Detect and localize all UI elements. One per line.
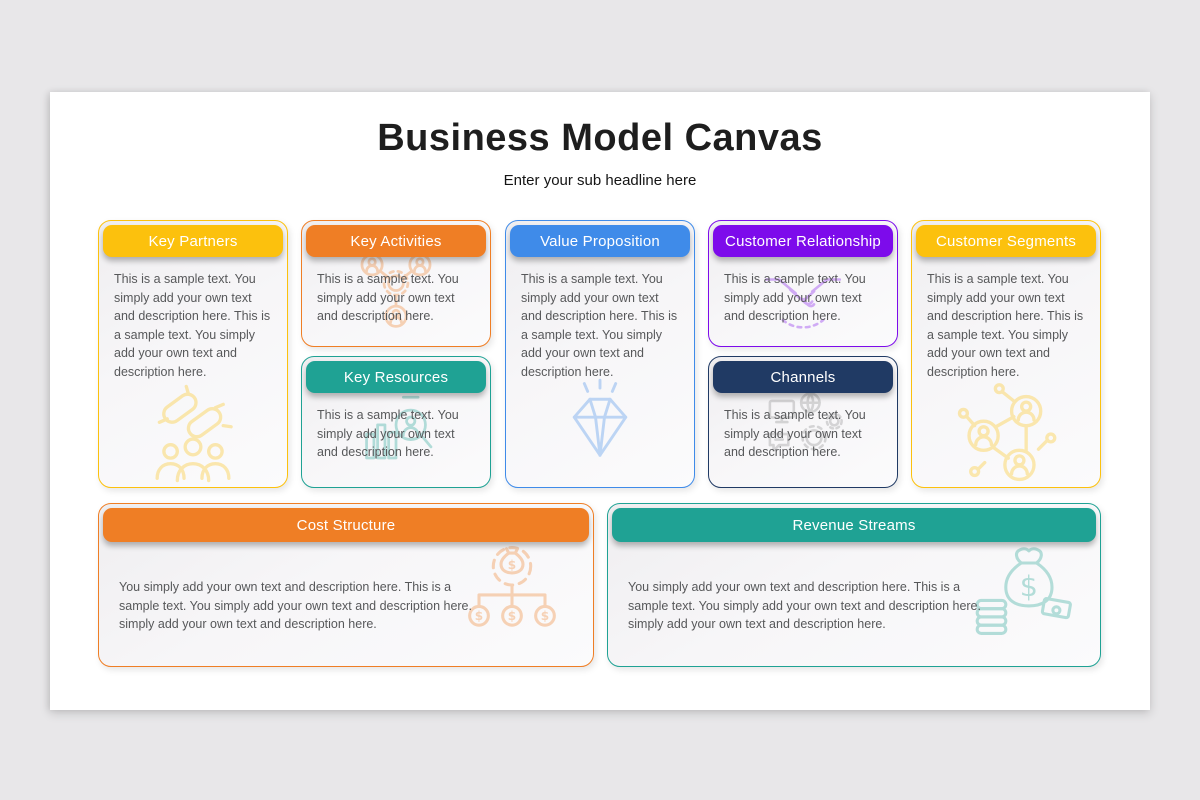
- page-title: Business Model Canvas: [377, 117, 823, 159]
- card-key-resources-header: Key Resources: [306, 361, 486, 393]
- slide: Business Model Canvas Enter your sub hea…: [50, 92, 1150, 710]
- card-key-partners-header: Key Partners: [103, 225, 283, 257]
- svg-text:$: $: [475, 609, 483, 623]
- gear-money-icon: $ $ $ $: [457, 534, 567, 644]
- card-cost-structure-header: Cost Structure: [103, 508, 589, 542]
- svg-text:$: $: [541, 609, 549, 623]
- card-key-resources: Key Resources This is a sample text. You…: [301, 356, 491, 488]
- card-customer-relationship-title: Customer Relationship: [725, 232, 881, 250]
- diamond-icon: [544, 369, 656, 481]
- card-revenue-streams-body: You simply add your own text and descrip…: [628, 580, 981, 631]
- magnifier-people-chart-icon: [350, 377, 442, 469]
- card-key-partners-title: Key Partners: [148, 232, 238, 250]
- card-revenue-streams-header: Revenue Streams: [612, 508, 1096, 542]
- card-cost-structure-title: Cost Structure: [296, 516, 396, 534]
- svg-text:$: $: [508, 609, 516, 623]
- card-key-activities: Key Activities This is a sample text. Yo…: [301, 220, 491, 347]
- card-key-activities-body: This is a sample text. You simply add yo…: [317, 272, 459, 323]
- card-channels-title: Channels: [770, 368, 836, 386]
- card-key-activities-header: Key Activities: [306, 225, 486, 257]
- card-customer-segments: Customer Segments This is a sample text.…: [911, 220, 1101, 488]
- page-subtitle: Enter your sub headline here: [503, 172, 697, 189]
- card-value-proposition-header: Value Proposition: [510, 225, 690, 257]
- devices-gears-icon: [757, 377, 849, 469]
- card-key-resources-title: Key Resources: [343, 368, 449, 386]
- card-revenue-streams: Revenue Streams You simply add your own …: [607, 503, 1101, 667]
- card-channels-body: This is a sample text. You simply add yo…: [724, 408, 866, 459]
- people-gear-icon: [350, 239, 442, 331]
- card-cost-structure-body: You simply add your own text and descrip…: [119, 580, 472, 631]
- money-bag-icon: $: [964, 534, 1074, 644]
- chain-people-icon: [137, 373, 249, 485]
- card-customer-segments-header: Customer Segments: [916, 225, 1096, 257]
- card-customer-segments-body: This is a sample text. You simply add yo…: [927, 272, 1084, 379]
- card-value-proposition: Value Proposition This is a sample text.…: [505, 220, 695, 488]
- card-value-proposition-body: This is a sample text. You simply add yo…: [521, 272, 678, 379]
- card-revenue-streams-title: Revenue Streams: [792, 516, 916, 534]
- card-channels-header: Channels: [713, 361, 893, 393]
- card-key-resources-body: This is a sample text. You simply add yo…: [317, 408, 459, 459]
- card-channels: Channels This is a sample text. You simp…: [708, 356, 898, 488]
- card-value-proposition-title: Value Proposition: [540, 232, 660, 250]
- svg-text:$: $: [1020, 569, 1038, 603]
- network-people-icon: [950, 373, 1062, 485]
- card-cost-structure: Cost Structure You simply add your own t…: [98, 503, 594, 667]
- card-customer-relationship-header: Customer Relationship: [713, 225, 893, 257]
- card-key-partners: Key Partners This is a sample text. You …: [98, 220, 288, 488]
- card-key-activities-title: Key Activities: [350, 232, 442, 250]
- card-customer-segments-title: Customer Segments: [935, 232, 1077, 250]
- card-key-partners-body: This is a sample text. You simply add yo…: [114, 272, 271, 379]
- svg-text:$: $: [508, 558, 516, 572]
- card-customer-relationship: Customer Relationship This is a sample t…: [708, 220, 898, 347]
- card-customer-relationship-body: This is a sample text. You simply add yo…: [724, 272, 866, 323]
